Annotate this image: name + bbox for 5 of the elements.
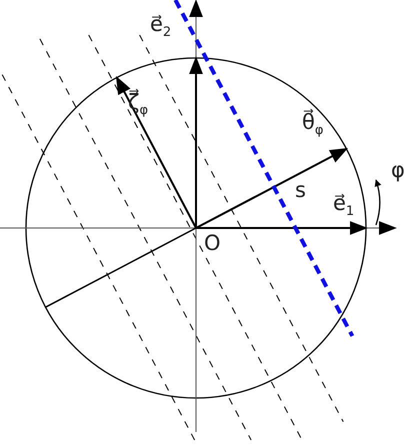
math-label: e⃗$_{1}$ (333, 193, 354, 218)
math-label: φ (391, 160, 405, 181)
math-label: s (295, 180, 306, 201)
math-label: e⃗$_{2}$ (150, 14, 172, 40)
math-label: O (204, 233, 221, 254)
